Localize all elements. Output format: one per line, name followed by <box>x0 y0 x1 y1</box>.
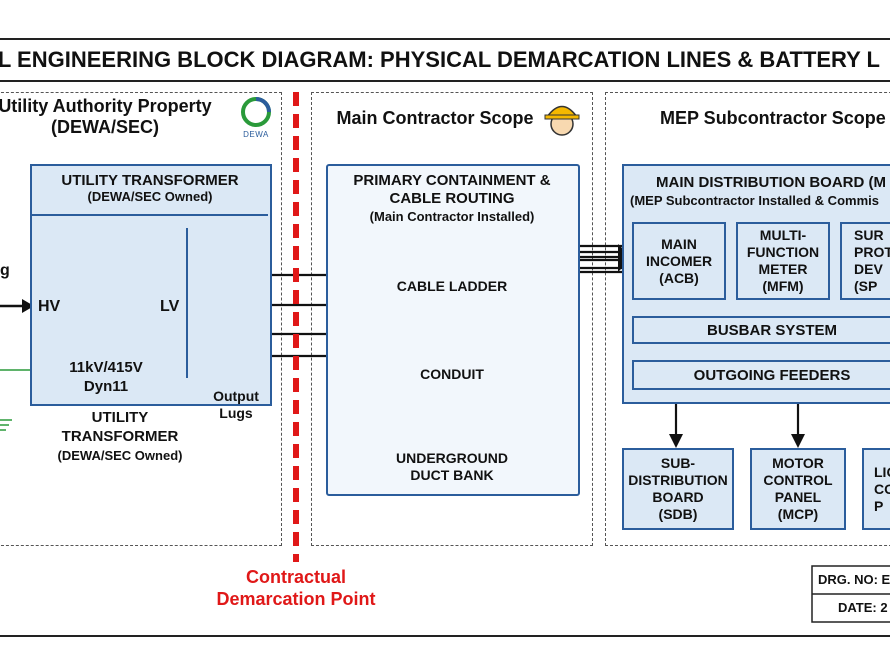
busbar-system: BUSBAR SYSTEM <box>632 316 890 344</box>
diagram-title: ICAL ENGINEERING BLOCK DIAGRAM: PHYSICAL… <box>0 47 880 72</box>
utility-transformer-box <box>30 164 272 406</box>
lv-label: LV <box>160 298 180 315</box>
utility-transformer-caption: UTILITY TRANSFORMER (DEWA/SEC Owned) <box>57 409 183 463</box>
utility-zone-title: Utility Authority Property (DEWA/SEC) <box>0 96 212 137</box>
main-contractor-zone-title: Main Contractor Scope <box>336 108 534 128</box>
ground-icon-left <box>0 419 12 431</box>
containment-header: PRIMARY CONTAINMENT & CABLE ROUTING (Mai… <box>353 172 551 224</box>
utility-transformer-header-band <box>32 166 268 216</box>
drawing-date: DATE: 2 <box>838 600 888 615</box>
drawing-number: DRG. NO: E <box>818 572 890 587</box>
conduit-label: CONDUIT <box>420 366 484 382</box>
zone-utility <box>0 92 282 546</box>
title-bar: ICAL ENGINEERING BLOCK DIAGRAM: PHYSICAL… <box>0 38 890 82</box>
lighting-control-panel: LIGCOP <box>862 448 890 530</box>
hard-hat-icon <box>544 105 580 136</box>
mdb-header: MAIN DISTRIBUTION BOARD (M (MEP Subcontr… <box>630 174 886 208</box>
duct-bank-label: UNDERGROUND DUCT BANK <box>396 450 508 483</box>
surge-protection-device: SURPROTEDEV(SP <box>840 222 890 300</box>
containment-box <box>326 164 580 496</box>
dewa-logo-icon <box>241 97 271 127</box>
mep-zone-title: MEP Subcontractor Scope <box>660 108 886 128</box>
incoming-label: g <box>0 262 10 279</box>
utility-transformer-header: UTILITY TRANSFORMER (DEWA/SEC Owned) <box>61 172 239 204</box>
hv-label: HV <box>38 298 61 315</box>
zone-main-contractor <box>311 92 593 546</box>
cable-ladder-label: CABLE LADDER <box>396 278 508 294</box>
transformer-rating: 11kV/415V Dyn11 <box>69 359 143 395</box>
dewa-logo-text: DEWA <box>243 130 269 139</box>
zone-mep <box>605 92 890 546</box>
outgoing-feeders: OUTGOING FEEDERS <box>632 360 890 390</box>
lug-panel-divider <box>186 228 188 378</box>
demarcation-label: Contractual Demarcation Point <box>216 567 376 609</box>
output-lugs-label: Output Lugs <box>213 388 259 421</box>
